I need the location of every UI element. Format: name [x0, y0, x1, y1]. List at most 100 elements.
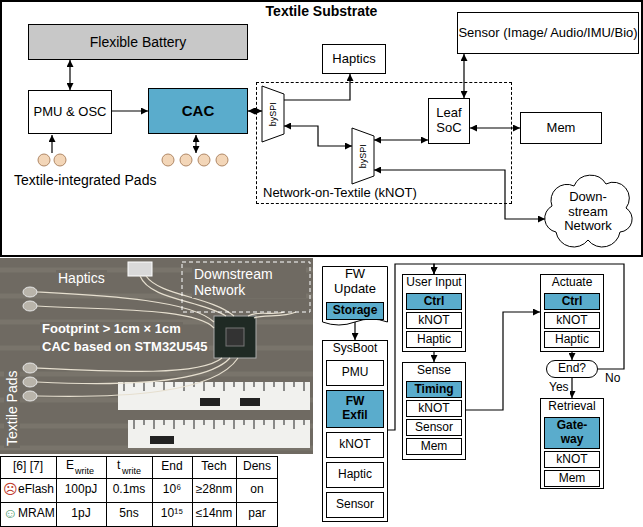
table-cell: 0.1ms — [106, 483, 152, 497]
node-heading: FW Update — [330, 267, 380, 297]
component-box: kNOT — [544, 312, 600, 330]
component-box: kNOT — [326, 432, 384, 458]
component-box: Mem — [520, 112, 602, 144]
photo-background — [0, 258, 313, 454]
table-cell: 5ns — [106, 507, 152, 521]
node-text: Mem — [547, 121, 576, 136]
connector — [470, 127, 520, 128]
photo-pad — [23, 363, 37, 373]
node-heading: Actuate — [541, 276, 603, 290]
network-region: Network-on-Textile (kNOT)bySPIbySPI — [256, 82, 512, 204]
flag-path — [323, 267, 388, 326]
node-text: Sensor — [415, 421, 453, 435]
node-text: bySPI — [268, 102, 278, 126]
connector — [284, 126, 352, 146]
connector — [466, 312, 540, 410]
node-text: Haptic — [338, 468, 372, 482]
node-text: Timing — [414, 383, 453, 397]
table-grid — [0, 456, 278, 527]
node-text: Ctrl — [424, 295, 445, 309]
photo-pad — [23, 287, 37, 297]
connector — [284, 74, 350, 100]
edge-label: Yes — [548, 381, 570, 395]
haptics-module — [128, 262, 152, 276]
photo-label: Textile Pads — [4, 369, 20, 448]
node-text: CAC — [182, 102, 215, 119]
component-box: Sensor — [406, 419, 462, 437]
node-text: bySPI — [358, 144, 368, 168]
ruler-scale-bar — [150, 436, 174, 444]
substrate-panel: Textile SubstrateFlexible BatteryPMU & O… — [0, 0, 643, 257]
node-text: kNOT — [556, 453, 587, 467]
table-subscript: write — [122, 466, 141, 476]
photo-dashed-box — [182, 262, 310, 312]
table-cell: ≥28nm — [192, 483, 236, 497]
node-heading: Retrieval — [541, 400, 603, 414]
stage-box: SysBootPMUFW ExfilkNOTHapticSensor — [322, 340, 388, 522]
photo-label: Haptics — [56, 270, 107, 286]
document-shape: FW UpdateStorage — [322, 266, 388, 328]
node-text: Gate- way — [552, 419, 592, 447]
highlight-box: Ctrl — [544, 293, 600, 311]
component-box: kNOT — [544, 451, 600, 469]
table-cell: 100pJ — [56, 483, 106, 497]
table-cell: eFlash — [18, 483, 54, 497]
highlight-box: Ctrl — [406, 293, 462, 311]
wire — [37, 358, 230, 384]
wire — [37, 358, 238, 396]
table-cell: par — [236, 507, 278, 521]
highlight-box: Timing — [406, 381, 462, 399]
photo-pad — [23, 301, 37, 311]
connector — [374, 139, 428, 140]
ruler — [128, 420, 310, 448]
connector — [463, 54, 464, 98]
photo-pad — [23, 377, 37, 387]
connector — [433, 352, 434, 362]
wire — [37, 358, 222, 371]
node-text: FW Exfil — [335, 395, 375, 423]
node-text: PMU & OSC — [34, 105, 107, 120]
textile-pad — [216, 154, 228, 166]
node-text: Sensor (Image/ Audio/IMU/Bio) — [458, 26, 637, 41]
connector — [248, 110, 262, 111]
photo-label: Footprint > 1cm × 1cm — [40, 322, 183, 337]
node-text: Mem — [559, 472, 586, 486]
network-cloud: Down- stream Network — [540, 168, 636, 248]
component-box: Mem — [544, 470, 600, 488]
table-cell: MRAM — [18, 507, 55, 521]
component-box: Sensor — [326, 492, 384, 518]
component-box: kNOT — [406, 312, 462, 330]
node-text: kNOT — [556, 314, 587, 328]
component-box: Haptic — [406, 331, 462, 349]
node-text: Down- stream Network — [560, 190, 616, 235]
pads-label: Textile-integrated Pads — [14, 172, 156, 188]
textile-pad — [54, 154, 66, 166]
stage-box: ActuateCtrlkNOTHaptic — [540, 274, 604, 352]
textile-pad — [162, 154, 174, 166]
connector — [69, 60, 70, 90]
ruler-scale-bar — [200, 398, 220, 406]
mux-trapezoid: bySPI — [262, 86, 284, 142]
component-box: Leaf SoC — [428, 98, 470, 144]
textile-pad — [180, 154, 192, 166]
component-box: Haptics — [322, 44, 386, 74]
node-text: kNOT — [418, 402, 449, 416]
trap-path — [262, 86, 284, 142]
component-box: Haptic — [326, 462, 384, 488]
wire — [254, 312, 296, 318]
node-text: kNOT — [418, 314, 449, 328]
photo-label: Downstream Network — [192, 266, 306, 298]
table-border — [1, 457, 278, 527]
node-text: kNOT — [339, 438, 370, 452]
table-cell: 10⁶ — [152, 483, 192, 497]
pad-arrow — [51, 135, 52, 153]
component-box: Mem — [406, 438, 462, 456]
ruler-ticks — [124, 382, 304, 391]
stage-box: RetrievalGate- way kNOT Mem — [540, 398, 604, 489]
connector — [112, 110, 148, 111]
cac-board — [214, 316, 256, 358]
component-box: kNOT — [406, 400, 462, 418]
connector — [571, 378, 572, 398]
node-text: Mem — [421, 440, 448, 454]
